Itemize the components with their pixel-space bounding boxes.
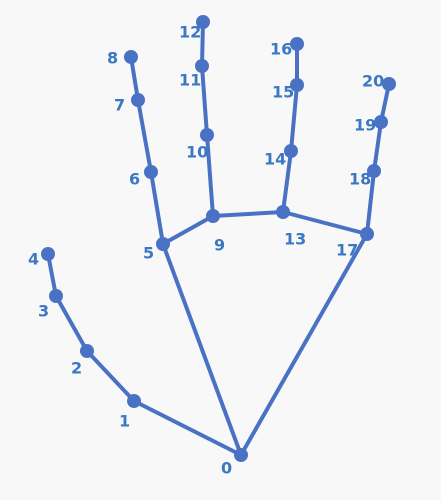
landmark-label-17: 17 [336, 241, 358, 260]
landmark-label-6: 6 [129, 170, 140, 189]
landmark-label-1: 1 [119, 412, 130, 431]
bone-10-11 [200, 64, 209, 137]
joint-18 [367, 164, 381, 178]
bone-3-4 [46, 252, 58, 298]
joint-16 [290, 37, 304, 51]
joint-10 [200, 128, 214, 142]
landmark-label-2: 2 [71, 359, 82, 378]
joint-9 [206, 209, 220, 223]
bone-0-1 [132, 399, 243, 457]
landmark-label-12: 12 [179, 23, 201, 42]
bone-13-17 [281, 210, 369, 236]
bone-1-2 [85, 349, 136, 403]
joint-13 [276, 205, 290, 219]
landmark-label-5: 5 [143, 244, 154, 263]
bone-5-9 [161, 214, 215, 246]
joint-4 [41, 247, 55, 261]
bone-5-6 [149, 170, 165, 246]
landmark-label-7: 7 [114, 96, 125, 115]
joint-3 [49, 289, 63, 303]
bone-17-18 [365, 169, 376, 236]
landmark-label-18: 18 [349, 170, 371, 189]
landmark-label-0: 0 [221, 459, 232, 478]
landmark-label-4: 4 [28, 250, 39, 269]
landmark-label-16: 16 [270, 40, 292, 59]
joint-17 [360, 227, 374, 241]
joint-20 [382, 77, 396, 91]
joint-2 [80, 344, 94, 358]
landmark-label-20: 20 [362, 72, 384, 91]
landmark-label-15: 15 [272, 83, 294, 102]
joint-7 [131, 93, 145, 107]
landmark-label-19: 19 [354, 116, 376, 135]
joint-1 [127, 394, 141, 408]
landmark-label-11: 11 [179, 71, 201, 90]
joint-14 [284, 144, 298, 158]
bone-9-13 [211, 210, 285, 218]
joint-0 [234, 448, 248, 462]
bone-13-14 [281, 149, 293, 214]
bone-9-10 [205, 133, 215, 218]
bone-11-12 [200, 20, 205, 68]
landmark-label-9: 9 [214, 236, 225, 255]
landmark-label-13: 13 [284, 230, 306, 249]
joint-5 [156, 237, 170, 251]
joint-8 [124, 50, 138, 64]
joint-markers [41, 15, 396, 462]
landmark-label-10: 10 [186, 143, 208, 162]
bone-7-8 [129, 55, 140, 102]
joint-19 [374, 115, 388, 129]
bone-18-19 [372, 120, 383, 173]
joint-15 [290, 78, 304, 92]
bone-14-15 [289, 83, 299, 153]
joint-6 [144, 165, 158, 179]
bone-0-17 [239, 232, 369, 457]
joint-12 [196, 15, 210, 29]
landmark-label-3: 3 [38, 302, 49, 321]
bone-6-7 [136, 98, 153, 174]
bone-connections [46, 20, 391, 457]
landmark-label-8: 8 [107, 49, 118, 68]
joint-11 [195, 59, 209, 73]
bone-0-5 [161, 242, 243, 457]
landmark-label-14: 14 [264, 150, 286, 169]
bone-2-3 [54, 294, 89, 353]
